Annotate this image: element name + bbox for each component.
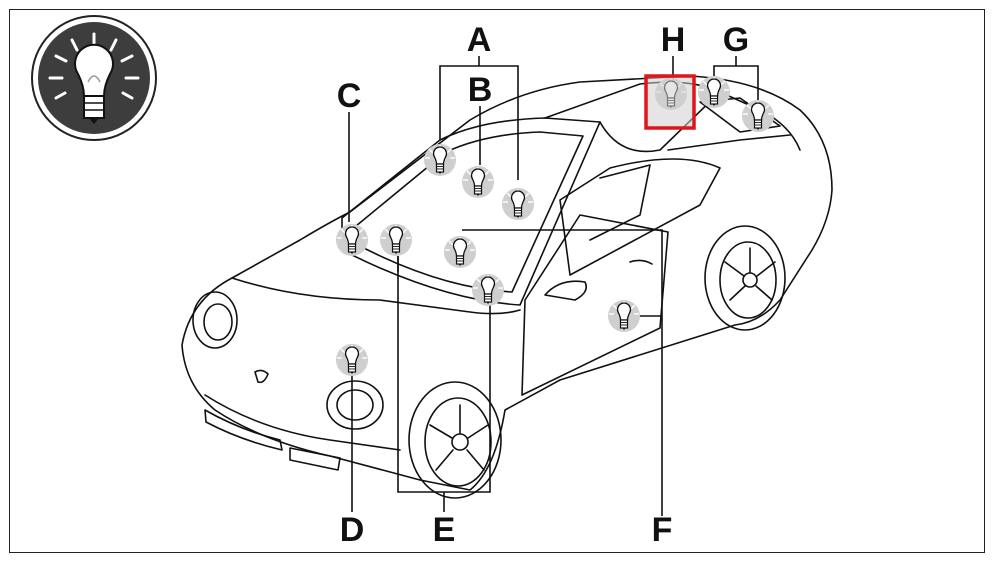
diagram-frame [9,9,985,553]
label-h: H [660,21,686,59]
label-g: G [722,21,750,59]
bulb-icon-f [607,299,641,333]
highlight-box-h [644,74,696,130]
bulb-icon-d [335,343,369,377]
bulb-badge-icon [31,15,157,141]
bulb-icon-a [423,143,457,177]
label-f: F [651,511,673,549]
bulb-icon-g [697,75,731,109]
leader-lines [348,56,759,516]
bulb-icon-a [501,187,535,221]
label-e: E [432,511,456,549]
bulb-icon-e [443,235,477,269]
label-a: A [466,21,492,59]
label-d: D [339,511,365,549]
label-b: B [467,71,493,109]
label-c: C [336,77,362,115]
bulb-icon-b [461,165,495,199]
leader-f [462,229,663,516]
bulb-icon-c [379,223,413,257]
bulb-icon-g [741,99,775,133]
bulb-icon-e [471,273,505,307]
car-outline [181,75,833,499]
bulb-icon-c [335,223,369,257]
